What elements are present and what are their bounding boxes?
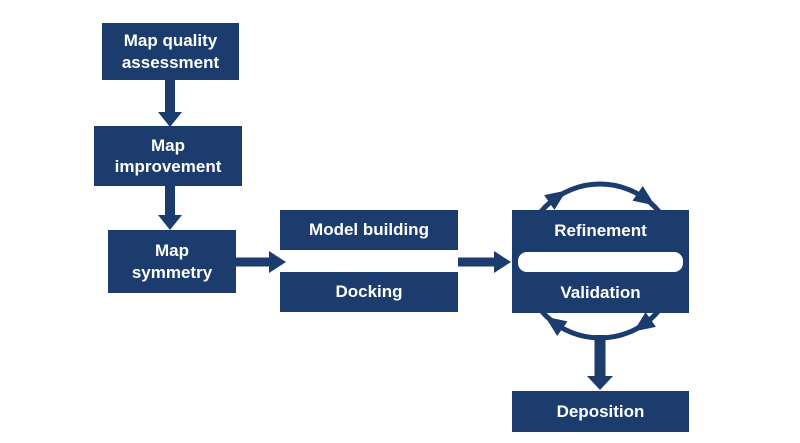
cycle-arrowhead-bottom-left <box>545 316 568 337</box>
arrow-map-symmetry-to-model-building <box>236 251 286 273</box>
arrow-docking-to-refinement <box>458 251 511 273</box>
cycle-gap-band <box>518 252 683 272</box>
node-docking-label: Docking <box>335 282 403 302</box>
node-docking: Docking <box>280 272 458 312</box>
arrow-map-quality-to-map-improvement <box>158 80 182 127</box>
node-validation-label: Validation <box>560 282 641 302</box>
node-map-symmetry: Map symmetry <box>108 230 236 293</box>
node-map-quality-assessment: Map quality assessment <box>102 23 239 80</box>
node-map-symmetry-label: Map symmetry <box>131 241 213 282</box>
node-refinement-label: Refinement <box>554 221 647 240</box>
cycle-arrowhead-top-right <box>632 185 655 206</box>
node-model-building: Model building <box>280 210 458 250</box>
node-validation: Validation <box>512 272 689 313</box>
cycle-arrowhead-bottom-right <box>633 312 656 332</box>
node-refinement: Refinement <box>512 210 689 252</box>
node-deposition-label: Deposition <box>556 401 645 421</box>
node-model-building-label: Model building <box>309 220 429 240</box>
node-map-improvement-label: Map improvement <box>114 135 222 176</box>
node-refinement-validation-cycle: Refinement Validation <box>512 210 689 313</box>
arrow-cycle-to-deposition <box>587 335 613 390</box>
node-map-quality-assessment-label: Map quality assessment <box>121 31 220 72</box>
node-map-improvement: Map improvement <box>94 126 242 186</box>
arrow-map-improvement-to-map-symmetry <box>158 186 182 230</box>
cycle-arrowhead-top-left <box>544 190 567 210</box>
node-deposition: Deposition <box>512 391 689 432</box>
